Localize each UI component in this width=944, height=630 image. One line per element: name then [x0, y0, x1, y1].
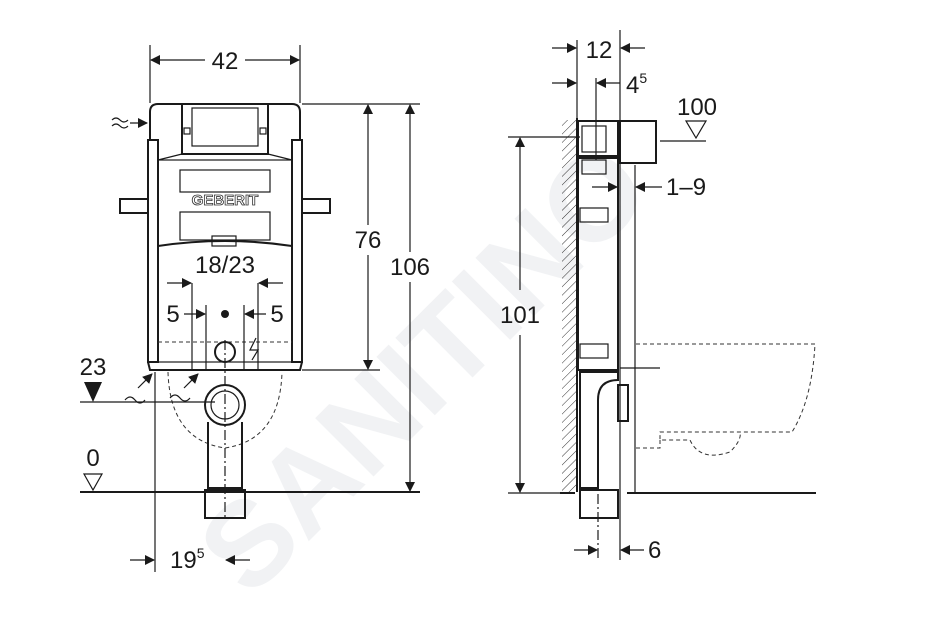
dim-total-height: 106 — [390, 254, 430, 281]
dim-inset: 45 — [626, 70, 647, 99]
brand-logo: GEBERIT — [192, 192, 259, 209]
dim-depth: 12 — [586, 37, 613, 64]
front-view: 42 GEBERIT 18/23 — [80, 45, 430, 574]
dim-pipe-offset: 6 — [648, 537, 661, 564]
dim-width: 42 — [212, 48, 239, 75]
dim-offset-left: 5 — [166, 301, 179, 328]
dim-drain-offset: 195 — [170, 545, 205, 574]
level-floor: 0 — [86, 445, 99, 472]
dim-gap: 1–9 — [666, 174, 706, 201]
level-top: 100 — [677, 94, 717, 121]
dim-offset-right: 5 — [270, 301, 283, 328]
dim-spacing: 18/23 — [195, 252, 255, 279]
level-inlet: 23 — [80, 354, 107, 381]
dim-height: 101 — [500, 302, 540, 329]
dim-frame-height: 76 — [355, 227, 382, 254]
side-view: 12 45 100 1–9 101 6 — [500, 30, 816, 564]
